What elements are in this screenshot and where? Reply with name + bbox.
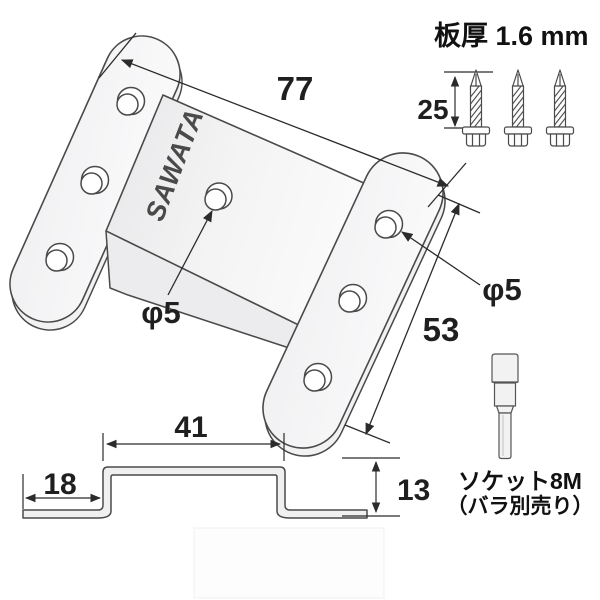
hole-inner	[204, 188, 227, 211]
dim-label-77: 77	[277, 70, 314, 107]
dim-label-phi5-center: φ5	[141, 295, 180, 330]
dim-label-phi5-flange: φ5	[482, 272, 521, 307]
hole-inner	[80, 172, 103, 195]
socket-head	[491, 353, 519, 383]
dim-flange-length	[344, 194, 481, 444]
dim-overall-width	[98, 32, 467, 208]
extension-tick	[344, 424, 391, 444]
socket-label-note: （バラ別売り）	[447, 494, 594, 518]
dim-label-13: 13	[397, 474, 430, 507]
leader-hole-center	[167, 209, 213, 296]
dim-label-41: 41	[174, 411, 207, 444]
hole-inner	[45, 249, 68, 272]
faint-shadow-block	[193, 527, 385, 599]
leader-hole-flange	[401, 231, 481, 286]
bracket-illustration: SAWATA	[9, 35, 446, 457]
hole-inner	[374, 216, 397, 239]
dim-label-25: 25	[417, 94, 448, 125]
screw-1	[461, 69, 491, 147]
socket-label-name: ソケット8M	[458, 468, 582, 494]
socket-shaft	[498, 412, 512, 460]
extension-tick	[98, 32, 137, 79]
dim-profile-height	[342, 457, 400, 517]
hole-inner	[338, 290, 361, 313]
socket-illustration	[491, 353, 519, 460]
dim-flange-width	[22, 474, 102, 509]
dim-label-18: 18	[43, 468, 76, 501]
dim-label-53: 53	[423, 311, 460, 348]
hole-inner	[303, 369, 326, 392]
plate-thickness-note: 板厚 1.6 mm	[434, 21, 589, 51]
screws	[461, 69, 575, 147]
dim-web-width	[102, 433, 285, 461]
dimension-line	[120, 59, 450, 187]
socket-taper	[495, 405, 515, 414]
dim-screw-length	[444, 71, 493, 129]
hole-inner	[116, 93, 139, 116]
screw-2	[503, 69, 533, 147]
cross-section-profile	[22, 466, 368, 519]
web-hole	[204, 182, 233, 211]
dimension-line	[365, 202, 460, 436]
screw-3	[545, 69, 575, 147]
socket-body	[493, 382, 517, 407]
